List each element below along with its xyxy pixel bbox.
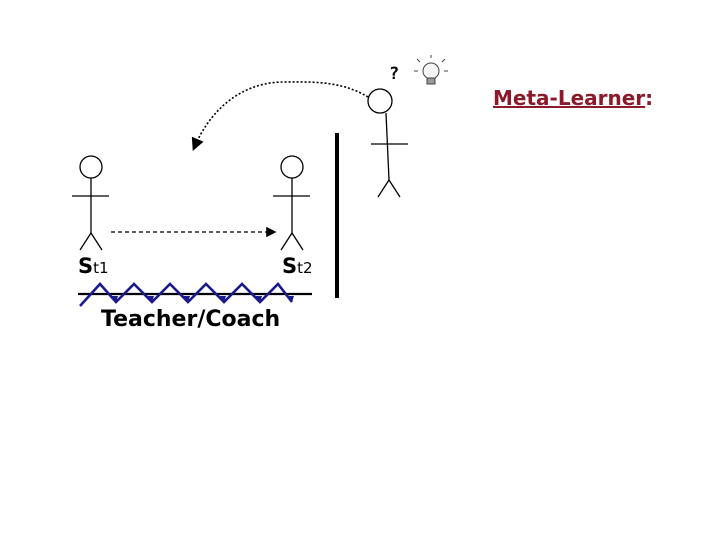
- meta-learner-title-colon: :: [645, 86, 654, 110]
- meta-learner-figure: [367, 88, 408, 198]
- student2-label-prefix: S: [282, 254, 298, 278]
- reflection-arrow: [191, 81, 369, 151]
- meta-learner-title: Meta-Learner:: [493, 86, 653, 110]
- student1-figure: [72, 155, 109, 251]
- student1-label-prefix: S: [78, 254, 94, 278]
- meta-learner-title-text: Meta-Learner: [493, 86, 646, 110]
- student2-label: St2: [282, 254, 313, 278]
- zigzag-arrowheads: [110, 296, 294, 302]
- student2-label-suffix: t2: [297, 259, 313, 277]
- student1-label-suffix: t1: [93, 259, 109, 277]
- lightbulb-icon: [414, 55, 448, 85]
- student2-figure: [273, 155, 310, 251]
- question-mark: ?: [389, 64, 400, 84]
- coach-label: Teacher/Coach: [101, 307, 281, 332]
- student1-label: St1: [78, 254, 109, 278]
